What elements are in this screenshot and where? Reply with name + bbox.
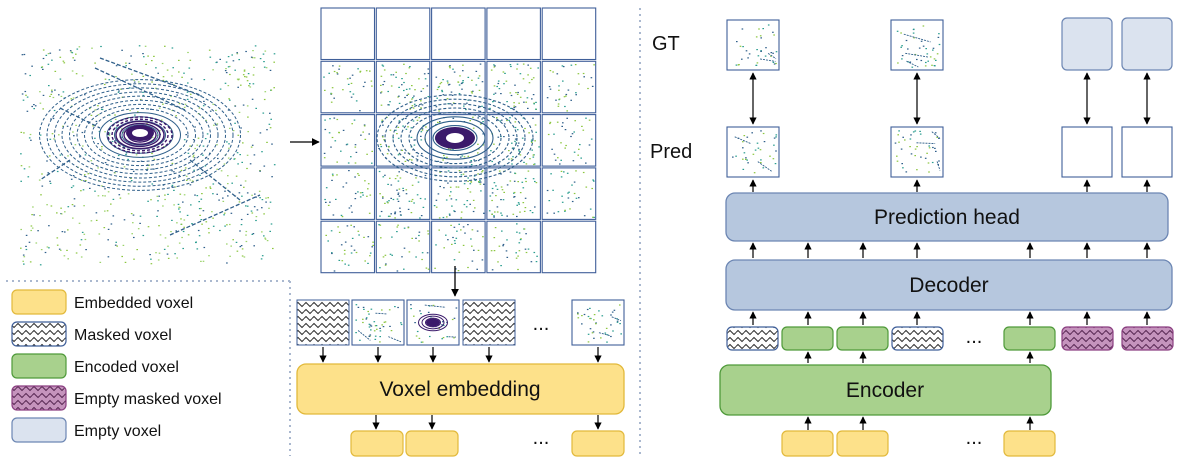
grid-cell (375, 7, 431, 61)
ellipsis: ... (533, 427, 550, 449)
embedded-token (1003, 430, 1056, 457)
empty-masked-token (1121, 326, 1174, 351)
token-row (726, 326, 1174, 351)
voxel-patch (890, 19, 944, 71)
legend-label-embedded: Embedded voxel (74, 295, 193, 312)
decoder-block (725, 259, 1173, 311)
legend-swatch-masked (11, 321, 67, 347)
legend-label-empty: Empty voxel (74, 423, 161, 440)
gt-row (726, 17, 1173, 71)
grid-cell (431, 220, 486, 274)
ellipsis: ... (533, 313, 550, 335)
grid-cell (486, 7, 541, 61)
grid-cell (320, 7, 376, 61)
masked-voxel (462, 299, 516, 346)
grid-cell (486, 114, 541, 167)
empty-prediction (1121, 126, 1173, 178)
voxel-patch (406, 299, 460, 346)
grid-cell (541, 60, 597, 114)
grid-cell (375, 60, 431, 114)
masked-voxel (296, 299, 350, 346)
arrows-to-embedding (319, 347, 602, 363)
voxel-patch (351, 299, 405, 346)
voxel-patch (726, 126, 780, 178)
voxel-patch (406, 299, 460, 346)
voxel-patch (890, 126, 944, 178)
grid-cell (320, 167, 376, 220)
voxel-patch (351, 299, 405, 346)
grid-cell (320, 60, 376, 114)
grid-cell (541, 7, 597, 61)
encoded-token (1003, 326, 1056, 351)
grid-cell (486, 60, 541, 114)
legend-label-empty-masked: Empty masked voxel (74, 391, 222, 408)
legend: Embedded voxel Masked voxel Encoded voxe… (11, 289, 222, 443)
embedded-token (571, 430, 625, 457)
embedded-token (836, 430, 889, 457)
grid-cell (431, 7, 486, 61)
encoded-token (836, 326, 889, 351)
embedded-token (405, 430, 459, 457)
grid-cell (320, 114, 376, 167)
legend-swatch-empty (11, 417, 67, 443)
grid-cell (486, 167, 541, 220)
voxel-embedding-label: Voxel embedding (379, 378, 540, 401)
voxel-grid (320, 7, 597, 274)
grid-cell (486, 220, 541, 274)
lidar-point-cloud (20, 45, 276, 266)
empty-masked-token (1061, 326, 1114, 351)
empty-token (1121, 17, 1173, 71)
decoder-label: Decoder (909, 274, 988, 297)
gt-label: GT (652, 33, 680, 55)
grid-cell (541, 220, 597, 274)
legend-swatch-empty-masked (11, 385, 67, 411)
arrows-from-embedding (372, 415, 602, 430)
grid-cell (541, 167, 597, 220)
empty-prediction (1061, 126, 1113, 178)
grid-cell (320, 220, 376, 274)
voxel-patch (571, 299, 625, 346)
embedded-token (350, 430, 404, 457)
masked-token (891, 326, 944, 351)
ellipsis: ... (966, 427, 983, 449)
legend-swatch-embedded (11, 289, 67, 315)
pred-row (726, 126, 1173, 178)
masked-token (726, 326, 779, 351)
voxel-patch (726, 19, 780, 71)
prediction-head-block (725, 192, 1169, 242)
prediction-head-label: Prediction head (874, 206, 1020, 229)
voxel-embedding-block (296, 363, 625, 415)
encoder-block (719, 364, 1052, 416)
grid-cell (375, 114, 431, 167)
encoder-label: Encoder (846, 379, 924, 402)
grid-cell (375, 167, 431, 220)
empty-token (1061, 17, 1113, 71)
embedded-tokens (350, 430, 625, 457)
encoded-token (781, 326, 834, 351)
legend-label-encoded: Encoded voxel (74, 359, 179, 376)
voxel-patch (571, 299, 625, 346)
pred-label: Pred (650, 141, 692, 163)
grid-cell (541, 114, 597, 167)
legend-swatch-encoded (11, 353, 67, 379)
legend-label-masked: Masked voxel (74, 327, 172, 344)
right-arrows (749, 72, 1151, 430)
embedded-token (781, 430, 834, 457)
grid-cell (375, 220, 431, 274)
ellipsis: ... (966, 326, 983, 348)
embedded-tokens (781, 430, 1056, 457)
